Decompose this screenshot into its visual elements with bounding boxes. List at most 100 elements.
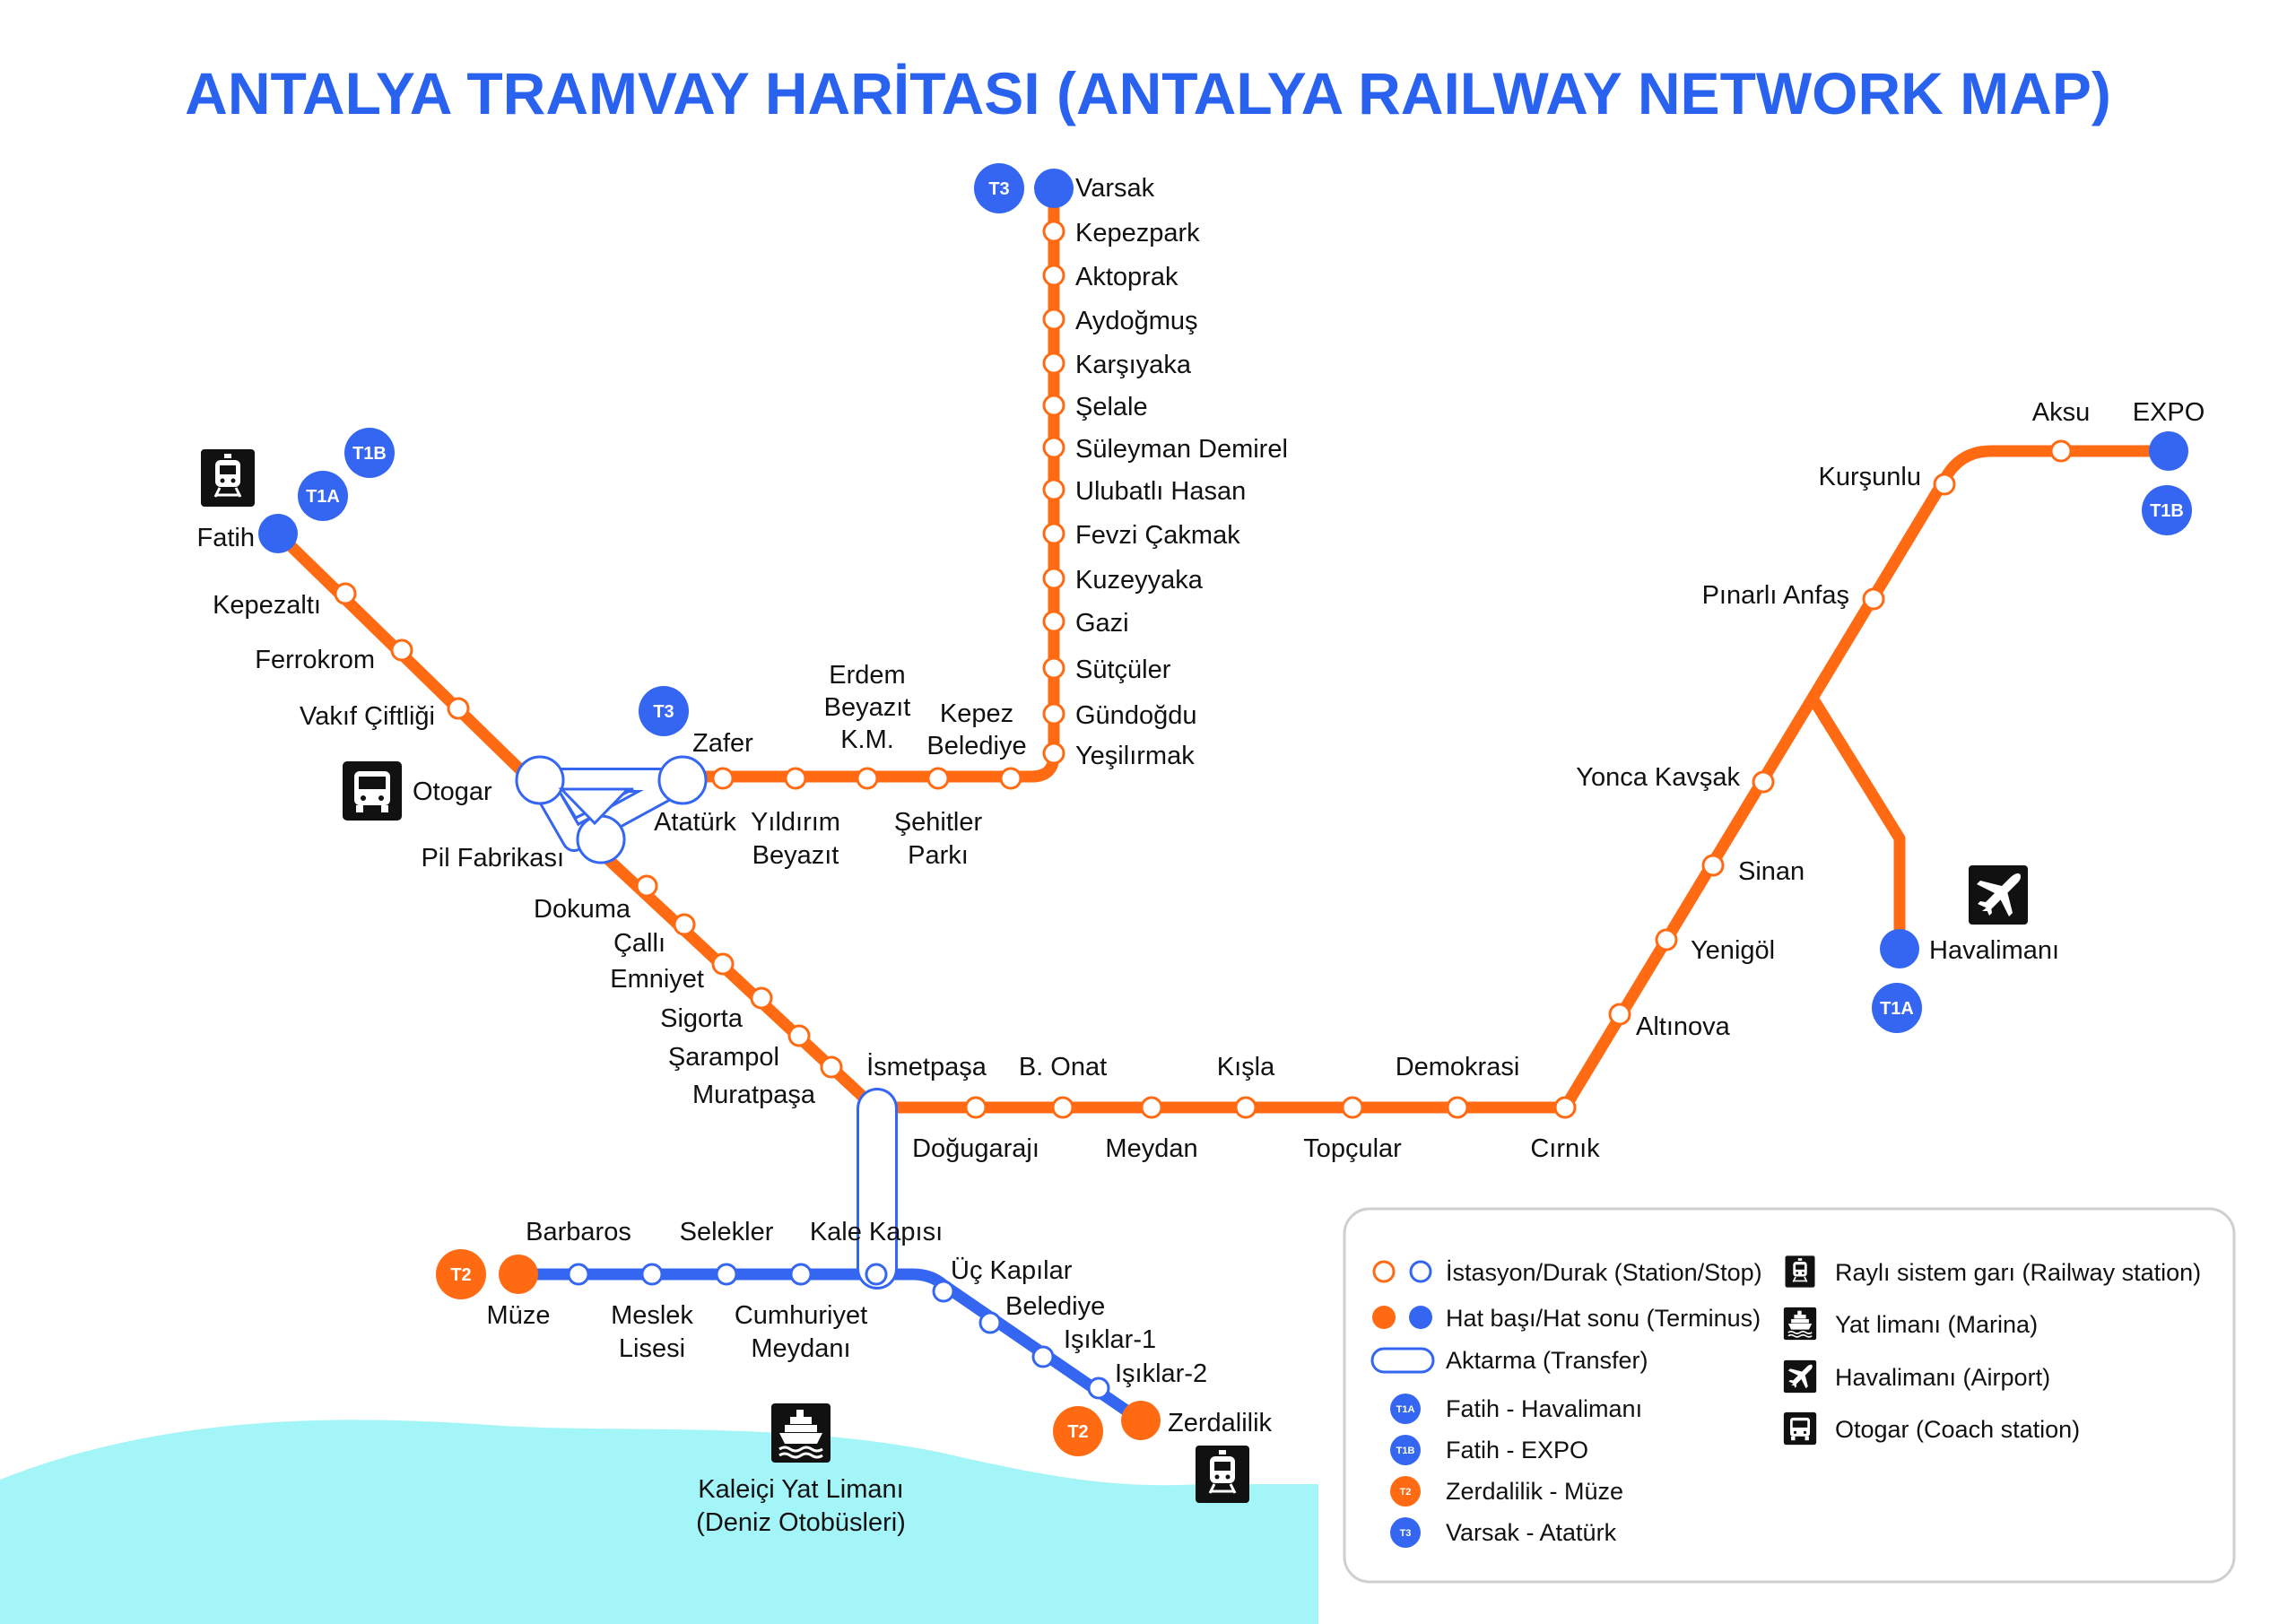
station-b-onat bbox=[1051, 1096, 1074, 1119]
transfer-ismetpasa-kalekapisi bbox=[857, 1088, 898, 1290]
t2-stations bbox=[567, 1263, 1110, 1400]
terminus-expo bbox=[2149, 431, 2188, 471]
label-kuzeyyaka: Kuzeyyaka bbox=[1075, 566, 1204, 595]
legend-coach-station-icon bbox=[1783, 1411, 1817, 1446]
label-kursunlu: Kurşunlu bbox=[1819, 463, 1921, 491]
label-havalimani: Havalimanı bbox=[1929, 936, 2059, 965]
label-suleyman-demirel: Süleyman Demirel bbox=[1075, 435, 1288, 464]
station-kisla bbox=[1234, 1096, 1257, 1119]
legend-transfer-symbol bbox=[1370, 1347, 1435, 1374]
station-muratpasa bbox=[820, 1055, 843, 1079]
label-aydogmus: Aydoğmuş bbox=[1075, 307, 1198, 335]
station-sehitler-parki bbox=[926, 767, 950, 790]
station-aktoprak bbox=[1042, 264, 1065, 287]
line-t1-main bbox=[577, 445, 2175, 1114]
station-cumhuriyet-meydani bbox=[789, 1263, 813, 1286]
svg-text:T3: T3 bbox=[653, 702, 674, 722]
label-yenigol: Yenigöl bbox=[1691, 936, 1775, 965]
label-pinarli-anfas: Pınarlı Anfaş bbox=[1702, 581, 1849, 610]
legend-terminus-orange bbox=[1372, 1306, 1396, 1329]
terminus-muze bbox=[499, 1255, 538, 1294]
legend-t1b-label: Fatih - EXPO bbox=[1446, 1437, 1588, 1463]
svg-text:T1B: T1B bbox=[352, 444, 387, 464]
label-gazi: Gazi bbox=[1075, 609, 1129, 638]
label-vakif-ciftligi: Vakıf Çiftliği bbox=[300, 702, 435, 731]
station-altinova bbox=[1608, 1003, 1631, 1026]
legend-station-orange bbox=[1372, 1260, 1396, 1283]
station-emniyet bbox=[711, 952, 735, 976]
station-kepezpark bbox=[1042, 220, 1065, 243]
label-marina-2: (Deniz Otobüsleri) bbox=[696, 1508, 906, 1537]
label-marina-1: Kaleiçi Yat Limanı bbox=[698, 1475, 903, 1504]
station-sarampol bbox=[787, 1024, 811, 1047]
transfer-otogar bbox=[515, 755, 708, 864]
legend-coach-station-label: Otogar (Coach station) bbox=[1835, 1416, 2080, 1443]
label-dokuma: Dokuma bbox=[534, 895, 631, 924]
label-sutculer: Sütçüler bbox=[1075, 656, 1171, 684]
station-yonca-kavsak bbox=[1752, 770, 1775, 794]
station-demokrasi bbox=[1446, 1096, 1469, 1119]
station-vakif-ciftligi bbox=[447, 697, 470, 720]
legend-terminus-blue bbox=[1409, 1306, 1432, 1329]
station-yenigol bbox=[1655, 928, 1678, 951]
station-labels: Varsak Kepezpark Aktoprak Aydoğmuş Karşı… bbox=[197, 174, 2205, 1537]
terminus-havalimani bbox=[1880, 929, 1919, 968]
station-meslek-lisesi bbox=[640, 1263, 664, 1286]
legend-station-label: İstasyon/Durak (Station/Stop) bbox=[1446, 1258, 1762, 1286]
t3-stations bbox=[711, 220, 1065, 790]
station-fevzi-cakmak bbox=[1042, 522, 1065, 545]
label-otogar: Otogar bbox=[413, 777, 492, 806]
station-karsiyaka bbox=[1042, 352, 1065, 375]
label-yonca-kavsak: Yonca Kavşak bbox=[1576, 763, 1740, 792]
station-pinarli-anfas bbox=[1862, 587, 1885, 611]
station-kepez-belediye bbox=[999, 767, 1022, 790]
station-yildirim-beyazit bbox=[784, 767, 807, 790]
label-meslek-lisesi-1: Meslek bbox=[611, 1301, 693, 1330]
label-kepezpark: Kepezpark bbox=[1075, 219, 1200, 248]
badge-t1a-fatih: T1A bbox=[298, 471, 348, 521]
label-cumhuriyet-meydani-2: Meydanı bbox=[751, 1334, 850, 1363]
svg-text:T1A: T1A bbox=[306, 487, 340, 507]
legend-airport-label: Havalimanı (Airport) bbox=[1835, 1364, 2050, 1391]
station-zafer bbox=[711, 767, 735, 790]
station-dogugaraji bbox=[964, 1096, 987, 1119]
badge-t3-varsak: T3 bbox=[974, 163, 1024, 213]
label-muze: Müze bbox=[487, 1301, 551, 1330]
label-cirnik: Cırnık bbox=[1530, 1134, 1600, 1163]
railway-station-icon bbox=[199, 447, 257, 508]
legend-marina-label: Yat limanı (Marina) bbox=[1835, 1311, 2038, 1338]
label-pil-fabrikasi: Pil Fabrikası bbox=[421, 844, 564, 873]
station-yesilirmak bbox=[1042, 742, 1065, 765]
railway-station-icon bbox=[1194, 1444, 1251, 1505]
label-fevzi-cakmak: Fevzi Çakmak bbox=[1075, 521, 1240, 550]
label-sigorta: Sigorta bbox=[660, 1004, 744, 1033]
legend-marina-icon bbox=[1783, 1307, 1817, 1341]
legend-transfer-label: Aktarma (Transfer) bbox=[1446, 1347, 1648, 1374]
label-isiklar-1: Işıklar-1 bbox=[1064, 1325, 1156, 1354]
legend-airport-icon bbox=[1783, 1359, 1817, 1394]
legend-t1a-badge: T1A bbox=[1396, 1404, 1415, 1415]
label-fatih: Fatih bbox=[197, 524, 255, 552]
badge-t3-ataturk: T3 bbox=[639, 686, 689, 736]
svg-text:T2: T2 bbox=[1067, 1422, 1088, 1442]
label-kepez-belediye-1: Kepez bbox=[940, 699, 1013, 728]
label-kepez-belediye-2: Belediye bbox=[926, 732, 1026, 760]
label-kepezalti: Kepezaltı bbox=[213, 591, 321, 620]
station-kepezalti bbox=[334, 582, 357, 605]
map-title: ANTALYA TRAMVAY HARİTASI (ANTALYA RAILWA… bbox=[185, 60, 2111, 126]
station-erdem-beyazit bbox=[856, 767, 879, 790]
legend-railway-station-icon bbox=[1784, 1255, 1816, 1289]
station-topcular bbox=[1341, 1096, 1364, 1119]
badge-t1b-fatih: T1B bbox=[344, 428, 395, 478]
label-zafer: Zafer bbox=[692, 729, 753, 758]
badge-t1a-havalimani: T1A bbox=[1872, 983, 1922, 1033]
station-belediye bbox=[978, 1311, 1002, 1334]
label-isiklar-2: Işıklar-2 bbox=[1115, 1359, 1207, 1388]
legend-railway-station-label: Raylı sistem garı (Railway station) bbox=[1835, 1259, 2201, 1286]
terminus-varsak bbox=[1034, 169, 1074, 208]
station-calli bbox=[673, 913, 696, 936]
label-erdem-beyazit-2: Beyazıt bbox=[824, 693, 911, 722]
label-selekler: Selekler bbox=[680, 1218, 774, 1246]
marina-icon bbox=[770, 1402, 832, 1464]
